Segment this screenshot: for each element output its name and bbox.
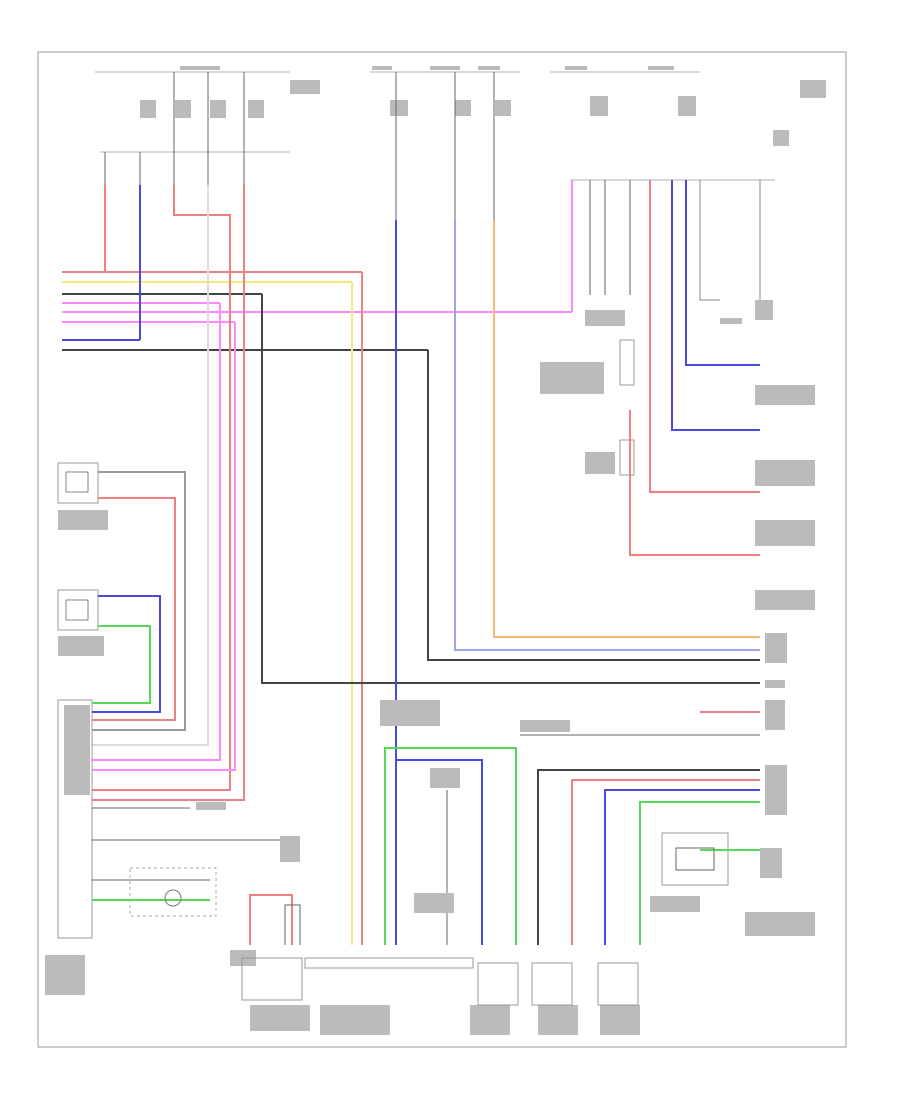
left-component-wires [92,471,290,901]
top-bus [95,71,775,181]
fuse-labels [140,66,826,146]
center-components [249,747,517,945]
right-components [619,339,729,886]
left-components [57,462,99,939]
diagram-border [37,51,847,1048]
vertical-wires [92,180,760,945]
harness-bundle [62,271,572,351]
right-switch-bank [589,180,761,556]
left-labels [45,510,300,995]
fuse-drops [104,72,495,220]
right-bottom-wires [520,711,760,945]
bottom-connectors [241,957,639,1006]
right-labels [540,300,815,936]
dashed-frame-left [129,867,217,917]
center-labels [250,700,640,1035]
